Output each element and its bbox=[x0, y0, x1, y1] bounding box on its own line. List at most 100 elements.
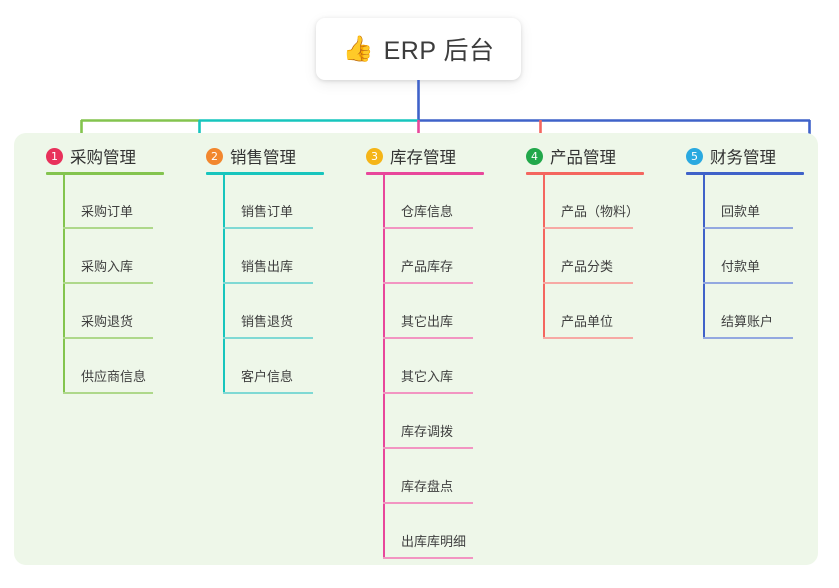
module-spine bbox=[383, 174, 385, 559]
module-item[interactable]: 销售出库 bbox=[223, 229, 350, 284]
module-item-label: 回款单 bbox=[721, 204, 761, 219]
module-item-rule bbox=[223, 282, 313, 284]
module-index-badge: 1 bbox=[46, 147, 63, 165]
module-item-label: 销售出库 bbox=[241, 259, 294, 274]
module-column-5: 5 财务管理回款单付款单结算账户 bbox=[670, 133, 830, 565]
module-item[interactable]: 采购入库 bbox=[63, 229, 190, 284]
module-item-rule bbox=[383, 447, 473, 449]
module-item-label: 产品（物料） bbox=[561, 204, 640, 219]
module-item-label: 库存调拨 bbox=[401, 424, 454, 439]
module-title: 库存管理 bbox=[390, 149, 456, 167]
module-item-label: 产品库存 bbox=[401, 259, 454, 274]
module-index-badge: 3 bbox=[366, 147, 383, 165]
module-title: 财务管理 bbox=[710, 149, 776, 167]
module-index-badge: 4 bbox=[526, 147, 543, 165]
root-node-label: ERP 后台 bbox=[383, 37, 495, 65]
module-item-rule bbox=[383, 337, 473, 339]
module-header-4[interactable]: 4 产品管理 bbox=[526, 144, 616, 168]
module-item-label: 库存盘点 bbox=[401, 479, 454, 494]
module-item[interactable]: 仓库信息 bbox=[383, 174, 510, 229]
module-item[interactable]: 销售退货 bbox=[223, 284, 350, 339]
module-item-label: 采购订单 bbox=[81, 204, 134, 219]
module-header-rule bbox=[366, 172, 484, 175]
module-header-1[interactable]: 1 采购管理 bbox=[46, 144, 136, 168]
module-item[interactable]: 结算账户 bbox=[703, 284, 830, 339]
module-item-rule bbox=[383, 502, 473, 504]
module-item-label: 出库库明细 bbox=[401, 534, 467, 549]
module-item-rule bbox=[383, 392, 473, 394]
module-item-label: 产品分类 bbox=[561, 259, 614, 274]
module-title: 采购管理 bbox=[70, 149, 136, 167]
module-item[interactable]: 库存调拨 bbox=[383, 394, 510, 449]
root-node[interactable]: 👍 ERP 后台 bbox=[316, 18, 521, 80]
module-item-rule bbox=[223, 337, 313, 339]
module-index-badge: 2 bbox=[206, 147, 223, 165]
modules-panel: 1 采购管理采购订单采购入库采购退货供应商信息 2 销售管理销售订单销售出库销售退货客… bbox=[14, 133, 818, 565]
module-item[interactable]: 客户信息 bbox=[223, 339, 350, 394]
module-item-label: 销售退货 bbox=[241, 314, 294, 329]
module-item-rule bbox=[383, 227, 473, 229]
module-item-rule bbox=[543, 337, 633, 339]
module-item-rule bbox=[383, 282, 473, 284]
module-item-label: 其它出库 bbox=[401, 314, 454, 329]
module-item-label: 销售订单 bbox=[241, 204, 294, 219]
module-item-rule bbox=[703, 282, 793, 284]
module-item-label: 供应商信息 bbox=[81, 369, 147, 384]
module-item-label: 结算账户 bbox=[721, 314, 774, 329]
module-header-3[interactable]: 3 库存管理 bbox=[366, 144, 456, 168]
thumbs-up-icon: 👍 bbox=[342, 34, 374, 63]
module-item-rule bbox=[543, 282, 633, 284]
module-item-rule bbox=[223, 392, 313, 394]
module-item[interactable]: 采购退货 bbox=[63, 284, 190, 339]
module-item-label: 采购退货 bbox=[81, 314, 134, 329]
module-item-rule bbox=[703, 227, 793, 229]
module-spine bbox=[223, 174, 225, 394]
module-item-rule bbox=[703, 337, 793, 339]
module-item[interactable]: 采购订单 bbox=[63, 174, 190, 229]
module-item[interactable]: 供应商信息 bbox=[63, 339, 190, 394]
module-header-rule bbox=[46, 172, 164, 175]
module-item[interactable]: 付款单 bbox=[703, 229, 830, 284]
module-item-list: 回款单付款单结算账户 bbox=[703, 174, 830, 339]
module-item-label: 采购入库 bbox=[81, 259, 134, 274]
module-column-3: 3 库存管理仓库信息产品库存其它出库其它入库库存调拨库存盘点出库库明细 bbox=[350, 133, 510, 565]
module-item[interactable]: 其它出库 bbox=[383, 284, 510, 339]
module-item-label: 其它入库 bbox=[401, 369, 454, 384]
module-column-2: 2 销售管理销售订单销售出库销售退货客户信息 bbox=[190, 133, 350, 565]
module-header-2[interactable]: 2 销售管理 bbox=[206, 144, 296, 168]
module-item[interactable]: 产品单位 bbox=[543, 284, 670, 339]
module-item[interactable]: 产品分类 bbox=[543, 229, 670, 284]
module-title: 产品管理 bbox=[550, 149, 616, 167]
module-spine bbox=[543, 174, 545, 339]
module-item-label: 产品单位 bbox=[561, 314, 614, 329]
module-header-rule bbox=[526, 172, 644, 175]
module-title: 销售管理 bbox=[230, 149, 296, 167]
module-column-1: 1 采购管理采购订单采购入库采购退货供应商信息 bbox=[30, 133, 190, 565]
module-item[interactable]: 其它入库 bbox=[383, 339, 510, 394]
module-item[interactable]: 回款单 bbox=[703, 174, 830, 229]
module-item-list: 采购订单采购入库采购退货供应商信息 bbox=[63, 174, 190, 394]
module-item-label: 付款单 bbox=[721, 259, 761, 274]
module-item[interactable]: 销售订单 bbox=[223, 174, 350, 229]
module-index-badge: 5 bbox=[686, 147, 703, 165]
module-item-rule bbox=[63, 392, 153, 394]
module-item[interactable]: 产品（物料） bbox=[543, 174, 670, 229]
module-item-list: 产品（物料） 产品分类产品单位 bbox=[543, 174, 670, 339]
module-header-rule bbox=[206, 172, 324, 175]
module-item-rule bbox=[543, 227, 633, 229]
module-header-5[interactable]: 5 财务管理 bbox=[686, 144, 776, 168]
module-item-rule bbox=[63, 227, 153, 229]
module-item-label: 仓库信息 bbox=[401, 204, 454, 219]
module-spine bbox=[703, 174, 705, 339]
module-item[interactable]: 产品库存 bbox=[383, 229, 510, 284]
module-item[interactable]: 出库库明细 bbox=[383, 504, 510, 559]
module-item-rule bbox=[63, 337, 153, 339]
module-header-rule bbox=[686, 172, 804, 175]
module-item-rule bbox=[63, 282, 153, 284]
module-column-4: 4 产品管理产品（物料） 产品分类产品单位 bbox=[510, 133, 670, 565]
module-item[interactable]: 库存盘点 bbox=[383, 449, 510, 504]
module-spine bbox=[63, 174, 65, 394]
module-item-label: 客户信息 bbox=[241, 369, 294, 384]
module-item-list: 销售订单销售出库销售退货客户信息 bbox=[223, 174, 350, 394]
